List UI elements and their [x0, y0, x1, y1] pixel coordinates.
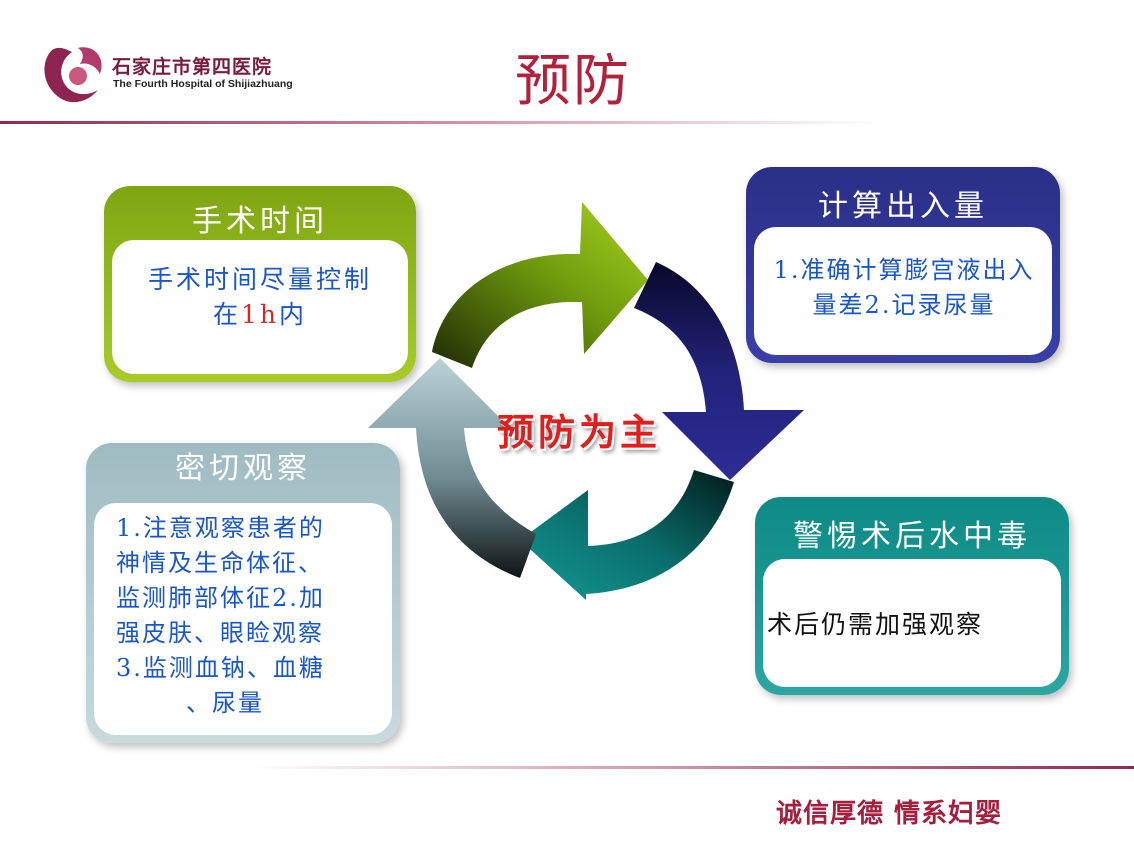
observation-line: 、尿量 — [186, 689, 264, 717]
observation-line: 1.注意观察患者的 — [116, 514, 325, 542]
cycle-arrow-teal — [520, 470, 734, 600]
box-close-observation: 密切观察 1.注意观察患者的 神情及生命体征、 监测肺部体征2.加 强皮肤、眼睑… — [86, 443, 400, 743]
surgery-text-post: 内 — [279, 300, 308, 329]
footer-divider — [250, 766, 1134, 769]
fluid-io-line2: 量差2.记录尿量 — [812, 291, 996, 319]
box-fluid-io-text: 1.准确计算膨宫液出入 量差2.记录尿量 — [750, 253, 1058, 323]
surgery-text-line2: 在1h内 — [112, 297, 408, 332]
box-water-intoxication-title: 警惕术后水中毒 — [793, 519, 1031, 554]
cycle-arrow-green — [432, 202, 648, 368]
header-divider — [0, 121, 880, 124]
box-surgery-time-text: 手术时间尽量控制 在1h内 — [112, 262, 408, 332]
box-close-observation-text: 1.注意观察患者的 神情及生命体征、 监测肺部体征2.加 强皮肤、眼睑观察 3.… — [116, 511, 378, 721]
box-fluid-io: 计算出入量 1.准确计算膨宫液出入 量差2.记录尿量 — [746, 167, 1060, 363]
page-title: 预防 — [515, 49, 631, 114]
hospital-logo — [44, 47, 102, 103]
observation-line: 神情及生命体征、 — [116, 549, 324, 577]
box-close-observation-body — [94, 503, 392, 735]
observation-line: 3.监测血钠、血糖 — [116, 654, 325, 682]
box-fluid-io-title: 计算出入量 — [818, 189, 988, 224]
box-close-observation-title: 密切观察 — [175, 451, 311, 486]
box-surgery-time-title: 手术时间 — [192, 204, 328, 239]
box-water-intoxication-text: 术后仍需加强观察 — [767, 610, 984, 639]
cycle-arrows — [368, 202, 804, 600]
hospital-name-en: The Fourth Hospital of Shijiazhuang — [113, 78, 293, 90]
observation-line: 监测肺部体征2.加 — [116, 584, 325, 612]
surgery-text-pre: 在 — [212, 300, 241, 329]
box-surgery-time-body — [112, 240, 408, 374]
box-water-intoxication: 警惕术后水中毒 术后仍需加强观察 — [755, 497, 1069, 695]
box-water-intoxication-body — [763, 559, 1061, 687]
cycle-arrow-navy — [634, 262, 804, 480]
footer-slogan: 诚信厚德 情系妇婴 — [776, 799, 1003, 829]
center-label: 预防为主 — [497, 410, 661, 454]
surgery-text-line1: 手术时间尽量控制 — [147, 265, 372, 294]
surgery-text-duration: 1h — [240, 300, 279, 329]
fluid-io-line1: 1.准确计算膨宫液出入 — [773, 256, 1035, 284]
cycle-arrow-gray — [368, 358, 536, 578]
hospital-name-cn: 石家庄市第四医院 — [112, 56, 273, 78]
box-surgery-time: 手术时间 手术时间尽量控制 在1h内 — [104, 186, 416, 382]
box-fluid-io-body — [754, 227, 1052, 355]
observation-line: 强皮肤、眼睑观察 — [116, 619, 324, 647]
